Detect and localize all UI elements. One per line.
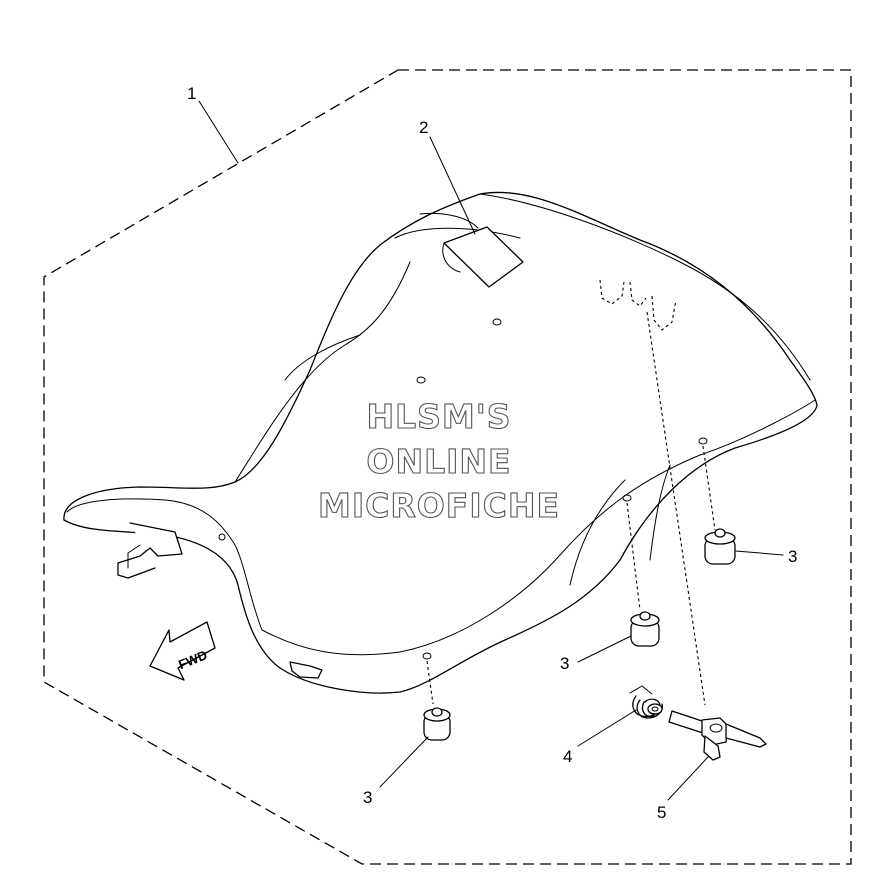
forward-arrow-icon xyxy=(149,621,216,681)
leader-5 xyxy=(667,756,709,801)
callout-1: 1 xyxy=(187,84,196,103)
seat-front-lip xyxy=(66,498,263,631)
callout-3-rear: 3 xyxy=(788,547,797,566)
spring xyxy=(629,685,663,719)
damper-rear xyxy=(704,528,736,565)
callout-5: 5 xyxy=(657,803,666,822)
seat-crease-left xyxy=(234,261,411,483)
seat-front-bracket-edge xyxy=(127,544,141,569)
seat-crease-right xyxy=(261,399,816,656)
callout-3-front: 3 xyxy=(363,788,372,807)
latch-hook-hidden-3 xyxy=(651,295,677,331)
latch-pin xyxy=(668,710,767,761)
watermark-line-1: HLSM'S xyxy=(366,397,511,436)
seat-outline xyxy=(63,191,818,694)
callout-2: 2 xyxy=(419,118,428,137)
seat-side-curve-3 xyxy=(649,464,671,561)
damper-mid xyxy=(630,611,660,647)
leader-3c xyxy=(735,550,784,556)
damper-front xyxy=(423,707,451,741)
seat-side-curve-1 xyxy=(284,334,361,381)
mount-hole xyxy=(622,494,632,502)
mount-hole xyxy=(698,437,708,445)
assembly-boundary xyxy=(43,69,852,865)
mount-hole xyxy=(422,652,432,660)
seat-front-bracket xyxy=(117,522,183,579)
latch-hook-hidden-1 xyxy=(599,279,625,305)
callout-4: 4 xyxy=(563,747,572,766)
seat-strap-fold xyxy=(442,242,461,273)
assembly-line xyxy=(702,445,716,531)
watermark-line-3: MICROFICHE xyxy=(318,486,560,525)
mount-hole xyxy=(492,318,502,326)
leader-2 xyxy=(429,136,476,235)
leader-3b xyxy=(577,635,632,663)
seat-side-curve-2 xyxy=(569,479,626,586)
mount-hole xyxy=(218,533,226,541)
callout-3-mid: 3 xyxy=(560,654,569,673)
mount-hole xyxy=(416,376,426,384)
seat-top-strap-line xyxy=(394,227,521,239)
seat-strap xyxy=(443,226,524,288)
seat xyxy=(63,191,818,694)
seat-strap-band xyxy=(419,212,479,229)
assembly-line xyxy=(646,311,706,706)
seat-rear-ridge xyxy=(479,193,811,381)
leader-1 xyxy=(198,100,239,164)
fwd-direction-arrow: FWD xyxy=(149,621,216,681)
seat-bottom-bracket xyxy=(289,661,323,679)
leader-3a xyxy=(379,736,429,788)
watermark-line-2: ONLINE xyxy=(366,442,511,481)
assembly-line xyxy=(426,660,434,705)
leader-4 xyxy=(577,709,637,747)
